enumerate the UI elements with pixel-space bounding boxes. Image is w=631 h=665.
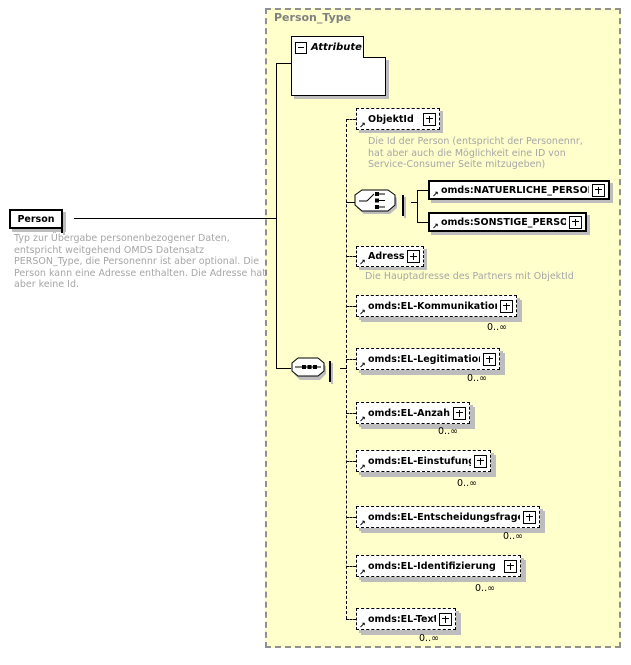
connector-line [346, 256, 356, 257]
expand-icon[interactable] [504, 559, 517, 573]
connector-line [417, 222, 428, 223]
collapse-icon[interactable] [402, 195, 404, 216]
connector-line [276, 63, 277, 368]
expand-icon[interactable] [453, 406, 466, 420]
expand-icon[interactable] [483, 352, 496, 366]
element-natuerliche-person[interactable]: ↗ omds:NATUERLICHE_PERSON [428, 180, 610, 200]
reference-icon: ↗ [359, 463, 366, 472]
element-adresse[interactable]: ↗ Adresse [356, 246, 424, 267]
objektid-annotation: Die Id der Person (entspricht der Person… [368, 136, 583, 170]
element-el-kommunikation[interactable]: ↗ omds:EL-Kommunikation [356, 295, 520, 320]
reference-icon: ↗ [432, 190, 439, 199]
connector-line [346, 517, 356, 518]
attribute-block-tab: Attribute [291, 36, 364, 58]
connector-line [276, 368, 291, 369]
occurrence-label: 0..∞ [503, 531, 523, 542]
reference-icon: ↗ [359, 568, 366, 577]
choice-icon[interactable] [354, 189, 399, 215]
connector-line [411, 202, 417, 203]
reference-icon: ↗ [359, 519, 366, 528]
occurrence-label: 0..∞ [438, 426, 458, 437]
attribute-block-body [291, 57, 386, 96]
collapse-icon[interactable] [295, 41, 307, 54]
person-type-panel [265, 8, 621, 648]
element-el-legitimation[interactable]: ↗ omds:EL-Legitimation [356, 348, 503, 373]
connector-line [346, 306, 356, 307]
reference-icon: ↗ [359, 415, 366, 424]
expand-icon[interactable] [569, 215, 582, 229]
connector-line [417, 190, 428, 191]
element-person-label: Person [17, 213, 55, 225]
sequence-icon[interactable] [291, 357, 329, 381]
reference-icon: ↗ [359, 308, 366, 317]
occurrence-label: 0..∞ [467, 373, 487, 384]
element-sonstige-person[interactable]: ↗ omds:SONSTIGE_PERSON [428, 212, 587, 232]
element-person[interactable]: Person [9, 209, 63, 229]
expand-icon[interactable] [500, 299, 513, 313]
element-el-einstufung[interactable]: ↗ omds:EL-Einstufung [356, 450, 494, 475]
reference-icon: ↗ [359, 258, 366, 267]
connector-line [74, 218, 276, 219]
connector-line [346, 566, 356, 567]
element-el-text[interactable]: ↗ omds:EL-Text [356, 608, 459, 633]
collapse-icon[interactable] [61, 212, 63, 233]
attribute-block-label: Attribute [311, 42, 362, 53]
element-el-anzahl[interactable]: ↗ omds:EL-Anzahl [356, 402, 473, 427]
panel-title: Person_Type [274, 11, 352, 24]
occurrence-label: 0..∞ [475, 583, 495, 594]
element-objektid[interactable]: ↗ ObjektId [356, 108, 440, 130]
reference-icon: ↗ [432, 222, 439, 231]
connector-line [276, 63, 291, 64]
connector-line [346, 413, 356, 414]
connector-line [346, 359, 356, 360]
connector-line [346, 461, 356, 462]
reference-icon: ↗ [359, 621, 366, 630]
occurrence-label: 0..∞ [457, 478, 477, 489]
occurrence-label: 0..∞ [419, 633, 439, 644]
connector-line [346, 619, 356, 620]
connector-line [417, 190, 418, 222]
expand-icon[interactable] [592, 183, 605, 197]
expand-icon[interactable] [474, 454, 487, 468]
connector-line [340, 368, 347, 369]
reference-icon: ↗ [359, 361, 366, 370]
connector-line [346, 202, 355, 203]
adresse-annotation: Die Hauptadresse des Partners mit Objekt… [365, 271, 574, 282]
element-el-entscheidungsfrage[interactable]: ↗ omds:EL-Entscheidungsfrage [356, 506, 543, 531]
collapse-icon[interactable] [329, 361, 331, 382]
person-annotation: Typ zur Übergabe personenbezogener Daten… [14, 233, 266, 290]
expand-icon[interactable] [407, 250, 420, 263]
connector-line [346, 119, 356, 120]
connector-trunk [346, 119, 347, 619]
expand-icon[interactable] [523, 510, 536, 524]
occurrence-label: 0..∞ [487, 322, 507, 333]
reference-icon: ↗ [359, 121, 366, 130]
expand-icon[interactable] [439, 612, 452, 626]
element-el-identifizierung[interactable]: ↗ omds:EL-Identifizierung [356, 555, 524, 580]
expand-icon[interactable] [423, 112, 436, 126]
